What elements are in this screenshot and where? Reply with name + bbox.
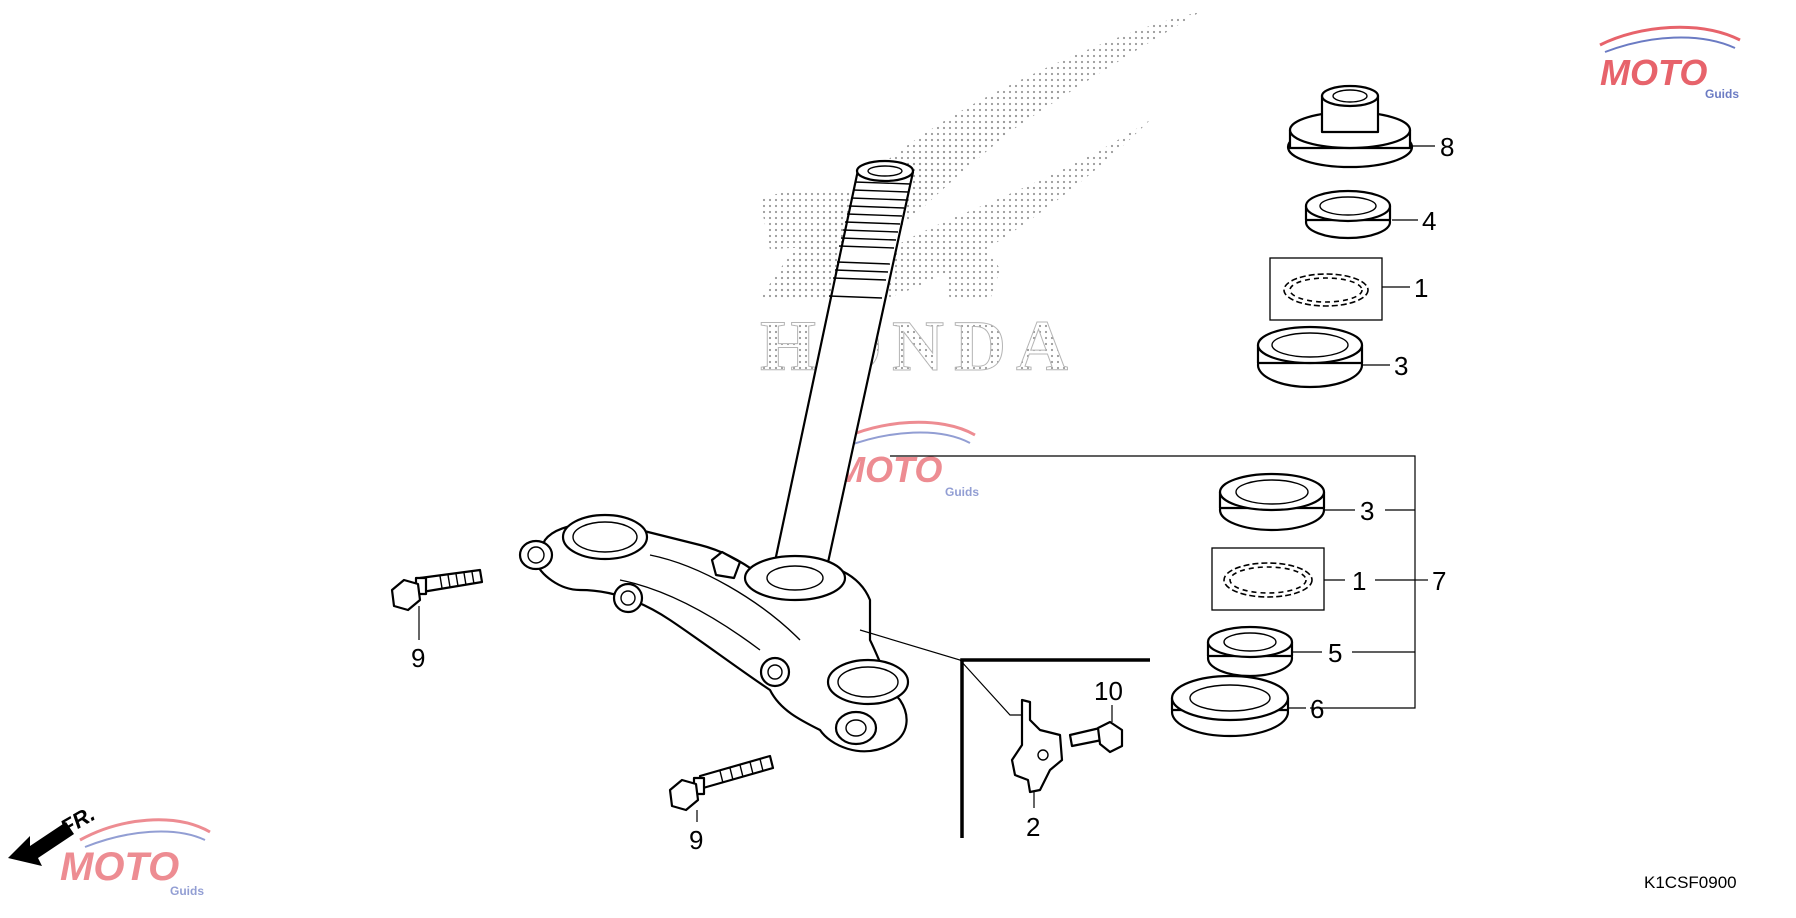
callout-2: 2 — [1026, 812, 1040, 842]
ball-retainer-upper — [1269, 257, 1383, 321]
watermark-text: MOTO — [60, 845, 179, 889]
callout-10: 10 — [1094, 676, 1123, 706]
leader-lines — [418, 145, 1435, 822]
callout-4: 4 — [1422, 206, 1436, 236]
callout-labels: 8 4 1 3 3 1 7 5 6 9 9 2 10 — [411, 132, 1454, 855]
kit-bracket-line — [890, 455, 1416, 709]
diagram-code: K1CSF0900 — [1644, 873, 1737, 892]
bottom-bridge — [518, 513, 910, 753]
watermark-sub: Guids — [945, 485, 979, 499]
watermark-sub: Guids — [170, 884, 204, 898]
callout-8: 8 — [1440, 132, 1454, 162]
dust-seal — [1170, 674, 1290, 738]
callout-3-upper: 3 — [1394, 351, 1408, 381]
inner-race-upper — [1304, 189, 1392, 240]
hose-bracket — [1010, 698, 1064, 794]
callout-1-kit: 1 — [1352, 566, 1366, 596]
bolt-upper — [390, 568, 484, 612]
front-arrow-icon — [8, 822, 74, 866]
detail-view-frame — [960, 658, 1150, 838]
bracket-bolt — [1068, 720, 1124, 754]
bolt-lower — [668, 754, 775, 812]
watermark-text: MOTO — [1600, 52, 1707, 93]
callout-6: 6 — [1310, 694, 1324, 724]
outer-race-lower — [1218, 472, 1326, 532]
honda-logo-text: HONDA — [760, 306, 1078, 386]
callout-1-upper: 1 — [1414, 273, 1428, 303]
callout-3-kit: 3 — [1360, 496, 1374, 526]
callout-9-upper: 9 — [411, 643, 425, 673]
outer-race-upper — [1256, 325, 1364, 389]
inner-race-lower — [1206, 625, 1294, 678]
watermark-sub: Guids — [1705, 87, 1739, 101]
steering-stem-nut — [1286, 84, 1414, 169]
callout-9-lower: 9 — [689, 825, 703, 855]
watermark-top-right: MOTO Guids — [1599, 25, 1741, 101]
callout-7: 7 — [1432, 566, 1446, 596]
callout-5: 5 — [1328, 638, 1342, 668]
ball-retainer-lower — [1211, 547, 1325, 611]
watermark-bottom-left: MOTO Guids — [60, 818, 211, 898]
